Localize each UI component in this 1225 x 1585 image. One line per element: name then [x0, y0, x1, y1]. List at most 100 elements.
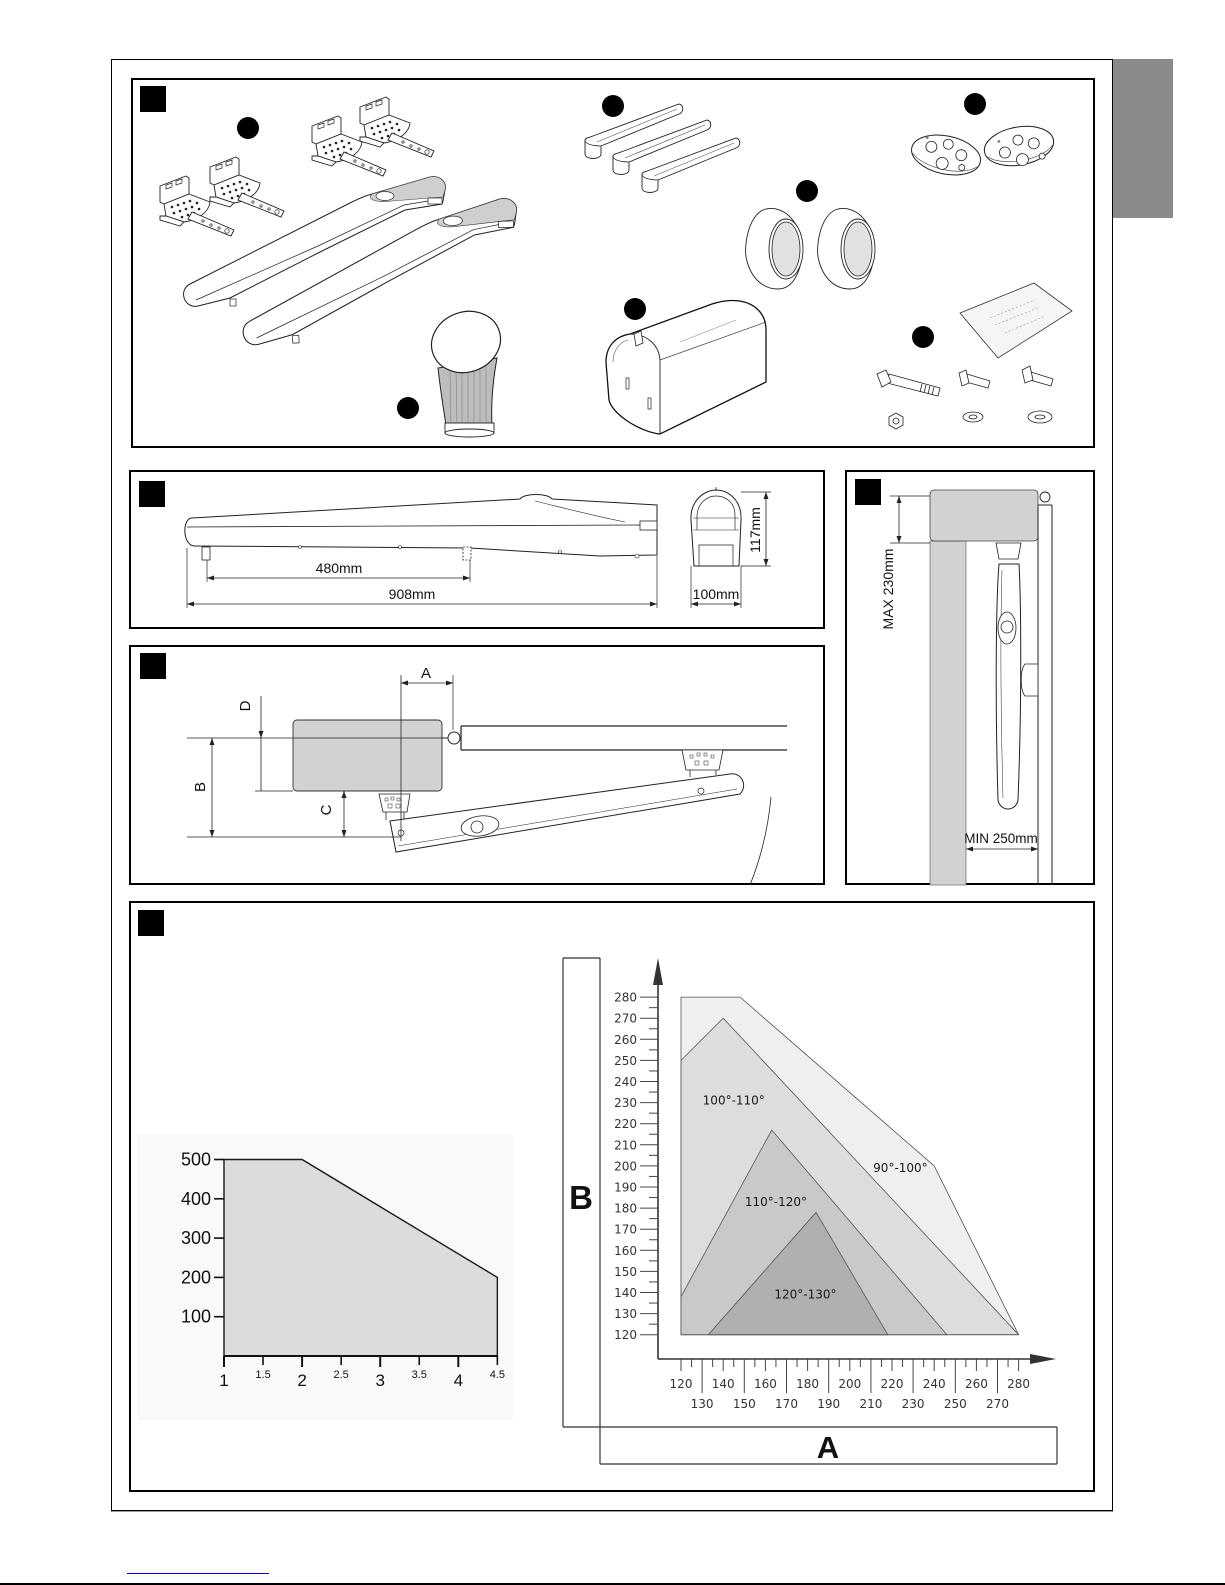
mounting-geometry-drawing: A D B C [140, 653, 787, 886]
x-tick-label: 270 [986, 1397, 1009, 1411]
part-marker [912, 326, 934, 348]
x-tick-label: 4.5 [490, 1369, 505, 1381]
pillar-clearance-drawing: MAX 230mm MIN 250mm [855, 479, 1053, 886]
control-unit [605, 299, 767, 435]
leaf-swing-arc [749, 796, 772, 886]
pillar-bracket [378, 793, 411, 820]
dimension-480: 480mm [206, 560, 471, 582]
x-axis-arrow [1030, 1354, 1056, 1364]
height-label: 117mm [747, 507, 763, 553]
dimension-100: 100mm [690, 566, 742, 608]
pillar-clearance-panel: MAX 230mm MIN 250mm [845, 470, 1095, 886]
x-tick-label: 210 [859, 1397, 882, 1411]
y-tick-label: 200 [614, 1159, 637, 1173]
y-tick-label: 500 [181, 1150, 211, 1170]
x-tick-label: 1 [219, 1371, 228, 1390]
x-tick-label: 3 [375, 1371, 384, 1390]
y-tick-label: 160 [614, 1244, 637, 1258]
y-tick-label: 240 [614, 1075, 637, 1089]
section-marker [855, 479, 881, 505]
remote-control [983, 125, 1055, 167]
part-marker [964, 93, 986, 115]
package-contents-panel [131, 78, 1095, 448]
part-marker [796, 180, 818, 202]
hinge-pin [1039, 491, 1051, 503]
x-tick-label: 150 [733, 1397, 756, 1411]
dimension-c: C [318, 791, 347, 837]
hinge-pin [447, 731, 461, 745]
region-120-130 [707, 1211, 889, 1336]
y-tick-label: 220 [614, 1117, 637, 1131]
x-tick-label: 180 [796, 1377, 819, 1391]
language-side-tab [1113, 59, 1173, 218]
x-tick-label: 140 [712, 1377, 735, 1391]
dimension-c-label: C [318, 804, 335, 815]
x-tick-label: 2 [297, 1371, 306, 1390]
mounting-geometry-panel: A D B C [129, 645, 825, 886]
min-250-dimension: MIN 250mm [964, 831, 1038, 852]
foot-spacing-label: 480mm [316, 560, 363, 576]
y-tick-label: 250 [614, 1054, 637, 1068]
part-marker [624, 298, 646, 320]
x-tick-label: 1.5 [255, 1369, 270, 1381]
dimension-117: 117mm [741, 491, 771, 567]
gate-leaf [460, 725, 787, 751]
long-bolt [886, 373, 941, 397]
region-label: 100°-110° [703, 1093, 765, 1107]
y-tick-label: 300 [181, 1228, 211, 1248]
hardware-kit [876, 282, 1073, 430]
x-tick-label: 280 [1007, 1377, 1030, 1391]
x-tick-label: 190 [817, 1397, 840, 1411]
y-tick-label: 120 [614, 1328, 637, 1342]
y-tick-label: 230 [614, 1096, 637, 1110]
min-distance-label: MIN 250mm [964, 831, 1038, 846]
section-marker [138, 910, 164, 936]
flashing-light-hatching [449, 364, 487, 425]
part-marker [237, 117, 259, 139]
footer-link[interactable] [127, 1573, 269, 1574]
flashing-light-lens [430, 310, 502, 374]
x-tick-label: 230 [902, 1397, 925, 1411]
x-tick-label: 160 [754, 1377, 777, 1391]
short-bolt [1029, 371, 1054, 387]
photocell [745, 208, 804, 290]
y-tick-label: 260 [614, 1033, 637, 1047]
x-tick-label: 200 [838, 1377, 861, 1391]
dimension-b: B [187, 737, 442, 838]
gearmotor-top-view [995, 563, 1022, 810]
short-bolt [965, 373, 991, 389]
y-tick-label: 200 [181, 1267, 211, 1287]
x-tick-label: 240 [923, 1377, 946, 1391]
y-tick-label: 100 [181, 1307, 211, 1327]
y-axis-title-b: B [569, 1179, 593, 1216]
pillar [929, 540, 967, 886]
max-distance-label: MAX 230mm [880, 549, 896, 630]
y-tick-label: 150 [614, 1265, 637, 1279]
axis-a-frame [600, 1427, 1058, 1465]
max-230-dimension: MAX 230mm [880, 495, 930, 630]
y-axis-arrow [653, 958, 663, 985]
flashing-light-base-rim [444, 428, 495, 438]
x-tick-label: 220 [881, 1377, 904, 1391]
dimension-d-label: D [237, 700, 254, 711]
dimension-d: D [237, 696, 293, 792]
y-tick-label: 190 [614, 1181, 637, 1195]
section-marker [140, 86, 166, 112]
gearmotor-arm [389, 773, 745, 853]
pillar [292, 719, 443, 792]
y-tick-label: 280 [614, 991, 637, 1005]
remote-control [911, 134, 981, 176]
page-frame [111, 59, 1113, 1511]
x-tick-label: 4 [454, 1371, 463, 1390]
dimension-b-label: B [192, 782, 209, 792]
gearmotor-end-view [690, 487, 742, 567]
mounting-bracket [359, 96, 435, 158]
mounting-bracket [209, 156, 285, 218]
dimensions-panel: 480mm 908mm [129, 470, 825, 629]
x-axis-title-a: A [817, 1430, 839, 1465]
region-label: 120°-130° [774, 1288, 836, 1302]
part-marker [397, 397, 419, 419]
